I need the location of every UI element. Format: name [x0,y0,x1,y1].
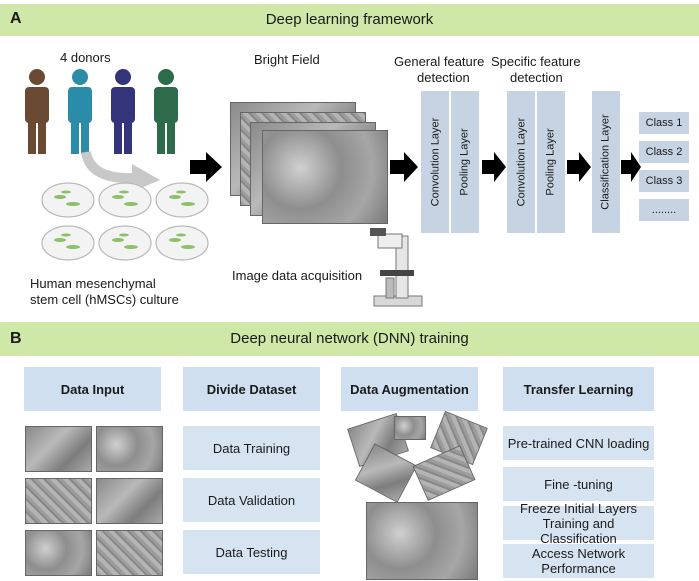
petri-dishes [41,182,209,261]
right-arrow-icon [621,152,641,182]
data-training-box: Data Training [183,426,320,470]
donor-icon [111,69,135,154]
bright-field-image [262,130,388,224]
panel-b-letter: B [10,330,22,347]
culture-label-line1: Human mesenchymal [30,276,156,291]
general-feature-label-line2: detection [417,70,470,85]
specific-feature-label-line2: detection [510,70,563,85]
donors-figures [25,69,178,154]
right-arrow-icon [390,152,418,182]
general-feature-label-line1: General feature [394,54,485,69]
pooling-layer-box: Pooling Layer [537,91,565,233]
augmented-image [394,416,426,440]
input-image [96,426,163,472]
pretrained-cnn-box: Pre-trained CNN loading [503,426,654,460]
acquisition-label: Image data acquisition [232,268,363,283]
divide-dataset-header: Divide Dataset [183,367,320,411]
panel-a-banner: Deep learning framework [0,4,699,36]
data-input-header: Data Input [24,367,161,411]
layer-label: Classification Layer [600,114,612,210]
right-arrow-icon [482,152,506,182]
data-augmentation-header: Data Augmentation [341,367,478,411]
donor-icon [68,69,92,154]
augmented-image [366,502,478,580]
convolution-layer-box: Convolution Layer [421,91,449,233]
class-label: Class 1 [645,117,683,129]
culture-label-line2: stem cell (hMSCs) culture [30,292,179,307]
access-performance-box: Access Network Performance [503,544,654,578]
class-box: Class 2 [639,141,689,163]
fine-tuning-box: Fine -tuning [503,467,654,501]
class-label: ........ [651,204,677,216]
classification-layer-box: Classification Layer [592,91,620,233]
right-arrow-icon [190,152,222,182]
class-box: Class 1 [639,112,689,134]
microscope-icon [370,228,423,307]
specific-feature-label-line1: Specific feature [491,54,581,69]
class-label: Class 3 [645,175,683,187]
class-box: Class 3 [639,170,689,192]
class-box: ........ [639,199,689,221]
layer-label: Pooling Layer [459,128,471,196]
input-image [25,426,92,472]
input-image [25,530,92,576]
bright-field-label: Bright Field [254,52,320,67]
donor-icon [25,69,49,154]
panel-a-letter: A [10,10,22,27]
panel-a-title: Deep learning framework [265,11,434,28]
layer-label: Convolution Layer [429,117,442,207]
convolution-layer-box: Convolution Layer [507,91,535,233]
class-label: Class 2 [645,146,683,158]
input-image [25,478,92,524]
layer-label: Convolution Layer [515,117,528,207]
input-image [96,530,163,576]
panel-b-title: Deep neural network (DNN) training [230,330,469,347]
donors-label: 4 donors [60,50,111,65]
donor-icon [154,69,178,154]
data-validation-box: Data Validation [183,478,320,522]
pooling-layer-box: Pooling Layer [451,91,479,233]
layer-label: Pooling Layer [545,128,557,196]
input-image [96,478,163,524]
transfer-learning-header: Transfer Learning [503,367,654,411]
data-testing-box: Data Testing [183,530,320,574]
panel-b-banner: Deep neural network (DNN) training [0,322,699,356]
freeze-layers-box: Freeze Initial Layers Training and Class… [503,501,654,546]
right-arrow-icon [567,152,591,182]
